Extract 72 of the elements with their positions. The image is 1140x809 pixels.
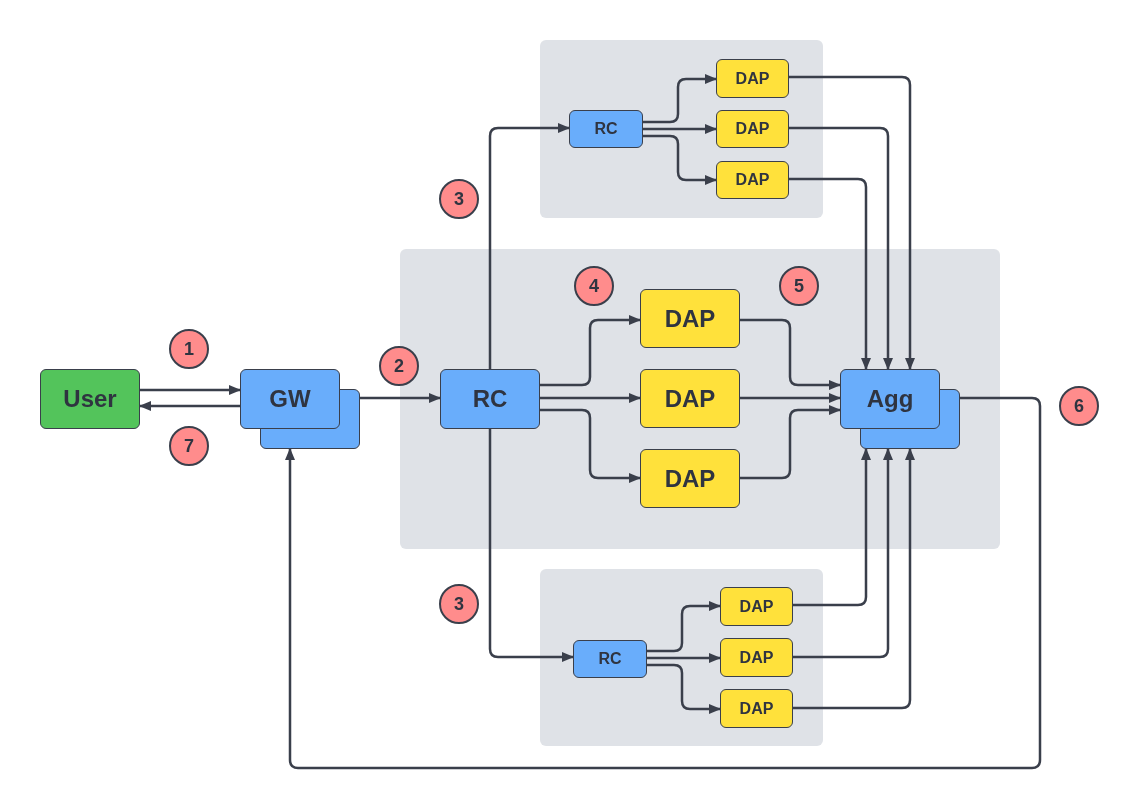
step-number-circle: [379, 346, 419, 386]
node-label: DAP: [739, 699, 774, 718]
step-number: 4: [589, 275, 599, 297]
step-number-circle: [169, 329, 209, 369]
step-number-circle: [439, 584, 479, 624]
arrow: [647, 653, 721, 663]
step-number: 3: [454, 593, 464, 615]
node-label: DAP: [739, 648, 774, 667]
node-label: GW: [269, 385, 311, 413]
step-number: 5: [794, 275, 804, 297]
arrow: [793, 448, 915, 710]
stacked-process-box: [840, 369, 960, 449]
node-label: Agg: [866, 385, 914, 413]
step-number: 2: [394, 355, 404, 377]
process-box: [40, 369, 140, 429]
process-box: [720, 689, 793, 728]
arrow: [647, 663, 721, 714]
stacked-process-box: [240, 369, 360, 449]
arrow: [488, 123, 570, 369]
arrow: [789, 126, 893, 370]
node-label: DAP: [664, 384, 716, 413]
process-box: [720, 638, 793, 677]
arrow: [488, 429, 574, 662]
arrow: [643, 74, 717, 124]
step-number: 3: [454, 188, 464, 210]
arrow: [647, 601, 721, 653]
step-number-circle: [779, 266, 819, 306]
arrow: [789, 177, 871, 370]
node-label: DAP: [735, 171, 770, 189]
group-panel: [540, 40, 823, 218]
arrow: [793, 448, 871, 607]
node-label: DAP: [735, 69, 770, 88]
arrow: [643, 124, 717, 134]
process-box: [640, 369, 740, 428]
node-label: DAP: [664, 304, 716, 333]
process-box: [720, 587, 793, 626]
arrow: [540, 408, 641, 483]
node-label: DAP: [735, 120, 770, 138]
process-box: [640, 449, 740, 508]
step-number-circle: [1059, 386, 1099, 426]
arrow: [360, 393, 441, 403]
arrow: [793, 448, 893, 659]
process-box: [716, 59, 789, 98]
step-number-circle: [169, 426, 209, 466]
arrow: [789, 75, 915, 370]
step-number: 7: [184, 435, 194, 457]
node-label: DAP: [739, 597, 774, 616]
node-label: RC: [598, 650, 622, 668]
arrow: [140, 385, 241, 395]
process-box: [573, 640, 647, 678]
node-label: RC: [472, 385, 508, 413]
arrow: [740, 393, 841, 403]
step-number-circle: [574, 266, 614, 306]
process-box: [440, 369, 540, 429]
arrow: [285, 396, 1042, 770]
node-label: User: [63, 385, 117, 413]
arrow: [740, 405, 841, 480]
step-number: 6: [1074, 395, 1084, 417]
step-number: 1: [184, 338, 194, 360]
group-panel: [540, 569, 823, 746]
step-number-circle: [439, 179, 479, 219]
arrow: [740, 318, 841, 390]
process-box: [716, 161, 789, 199]
node-label: DAP: [664, 464, 716, 493]
arrow: [540, 315, 641, 387]
process-box: [640, 289, 740, 348]
process-box: [716, 110, 789, 148]
node-label: RC: [594, 120, 618, 138]
arrow: [643, 134, 717, 185]
arrow: [139, 401, 240, 411]
arrow: [540, 393, 641, 403]
process-box: [569, 110, 643, 148]
